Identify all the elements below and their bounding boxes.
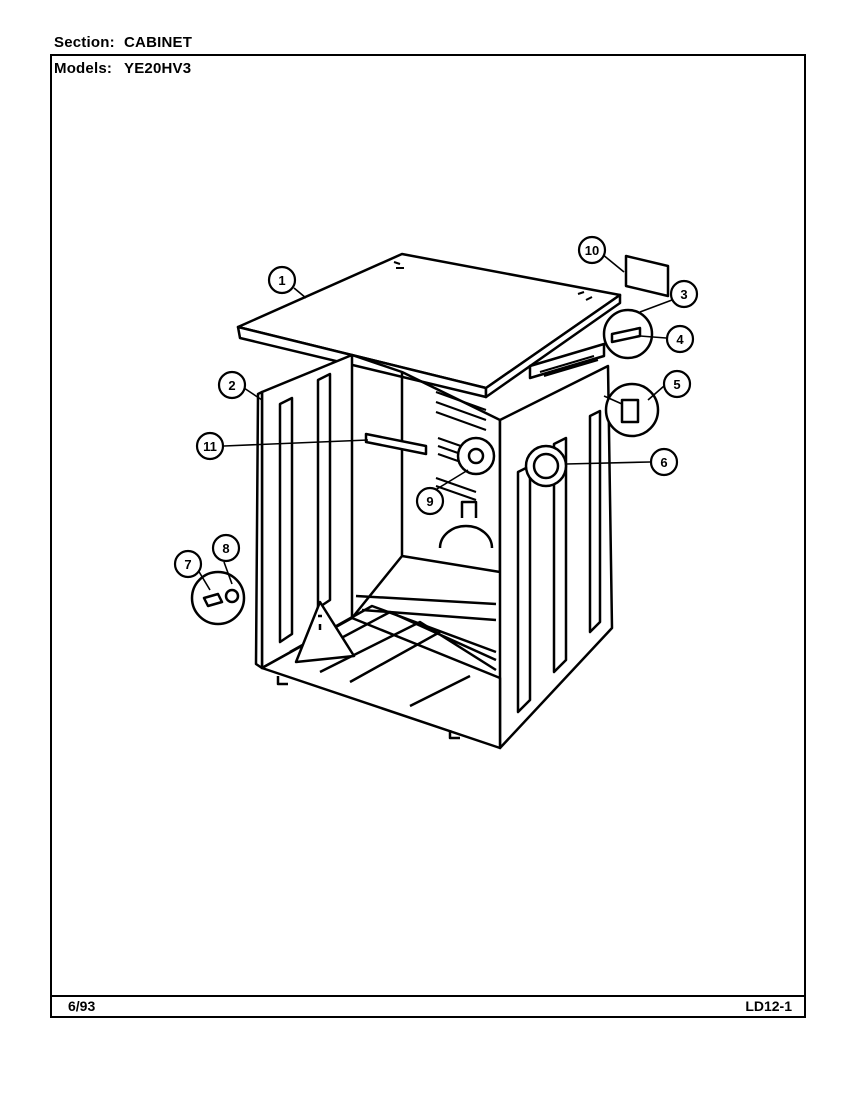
svg-text:3: 3 [680,287,687,302]
models-value: YE20HV3 [124,60,192,77]
bracket-11 [364,432,428,456]
callout-8: 8 [211,533,241,563]
callout-10: 10 [577,235,607,265]
plate-10 [624,254,670,298]
callout-labels: 1 2 3 4 5 6 7 8 9 10 11 [173,235,699,579]
callout-9: 9 [415,486,445,516]
svg-text:5: 5 [673,377,680,392]
callout-3: 3 [669,279,699,309]
footer-date: 6/93 [68,998,96,1014]
svg-text:9: 9 [426,494,433,509]
detail-circle-6 [524,444,568,488]
section-label: Section: [54,34,115,51]
detail-circle-3-4 [602,308,654,360]
models-header: Models: YE20HV3 [54,60,191,77]
top-panel [236,252,622,399]
svg-text:7: 7 [184,557,191,572]
callout-5: 5 [662,369,692,399]
svg-text:4: 4 [676,332,684,347]
callout-4: 4 [665,324,695,354]
callout-1: 1 [267,265,297,295]
callout-6: 6 [649,447,679,477]
callout-2: 2 [217,370,247,400]
models-label: Models: [54,60,113,77]
svg-text:1: 1 [278,273,285,288]
cabinet-body [254,342,614,750]
section-header: Section: CABINET [54,34,192,51]
svg-text:10: 10 [585,243,599,258]
footer-divider [50,995,806,997]
footer-code: LD12-1 [745,998,792,1014]
callout-11: 11 [195,431,225,461]
callout-7: 7 [173,549,203,579]
detail-circle-7-8 [190,570,246,626]
svg-text:8: 8 [222,541,229,556]
svg-text:6: 6 [660,455,667,470]
svg-text:11: 11 [203,439,217,454]
section-value: CABINET [124,34,193,51]
detail-circle-9 [456,436,496,476]
svg-text:2: 2 [228,378,235,393]
diagram-frame [50,54,806,1018]
